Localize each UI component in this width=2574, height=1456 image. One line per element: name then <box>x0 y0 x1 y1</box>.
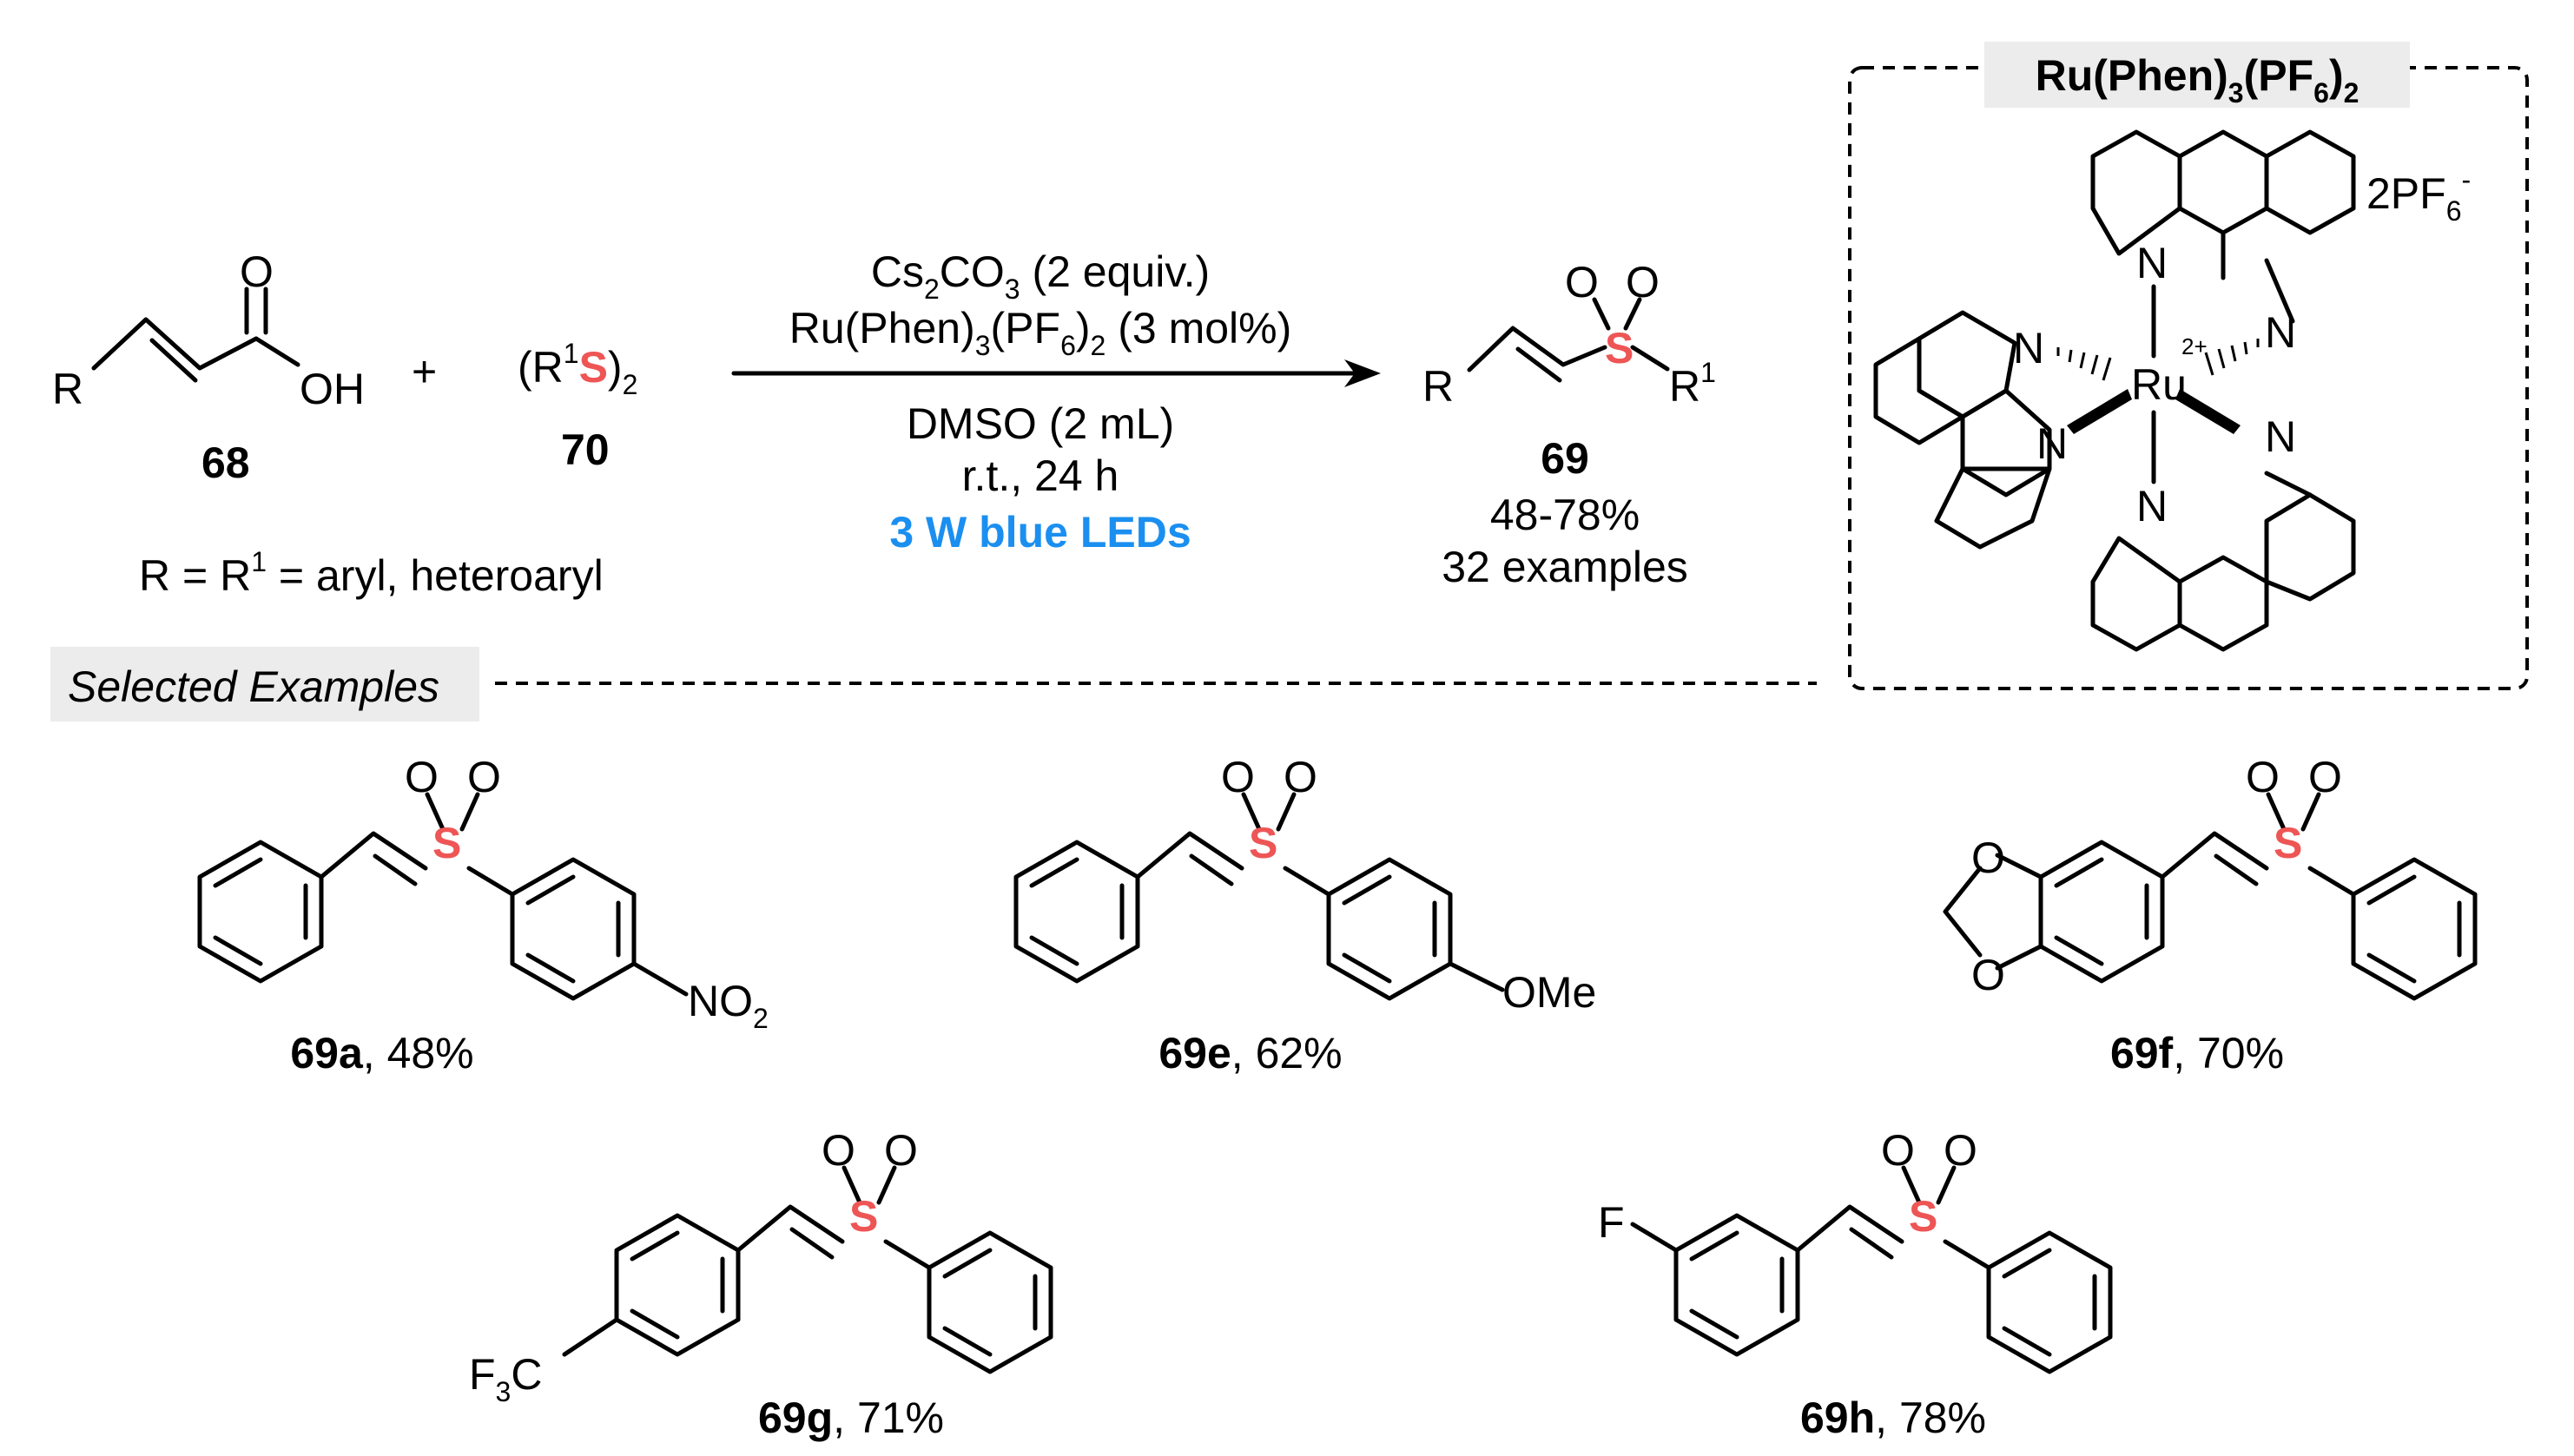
reactant-68-number: 68 <box>201 438 250 487</box>
example-69a-oxygen: O <box>405 753 439 801</box>
product-oxygen-right: O <box>1626 258 1660 306</box>
condition-base: Cs2CO3 (2 equiv.) <box>871 247 1210 305</box>
phenanthroline-ligand-top <box>2090 129 2356 324</box>
example-69e-oxygen: O <box>1221 753 1255 801</box>
wedge-ru-n-left <box>2067 389 2132 434</box>
example-69h-substituent: F <box>1598 1198 1625 1247</box>
catalyst-dashed-border <box>1848 66 2529 690</box>
substituent-definition: R = R1 = aryl, heteroaryl <box>139 546 604 600</box>
example-69g-substituent: F3C <box>469 1350 542 1407</box>
reactant-68-oh-label: OH <box>300 365 365 413</box>
condition-catalyst: Ru(Phen)3(PF6)2 (3 mol%) <box>789 304 1292 361</box>
product-sulfur: S <box>1605 324 1634 372</box>
example-69e-sulfur: S <box>1249 819 1277 867</box>
example-69a-sulfur: S <box>432 819 461 867</box>
example-69a-caption: 69a, 48% <box>290 1029 473 1077</box>
reactant-68-o-label: O <box>240 247 274 296</box>
example-69g: F3C S O O 69g, 71% <box>469 1126 1053 1442</box>
ruthenium-center: Ru <box>2131 360 2187 409</box>
example-69f-oxygen: O <box>2246 753 2280 801</box>
example-69h-caption: 69h, 78% <box>1800 1393 1986 1442</box>
wedge-ru-n-right <box>2175 389 2241 434</box>
reactant-70: (R1S)2 70 <box>518 338 637 474</box>
example-69e: S O O OMe 69e, 62% <box>1013 753 1596 1077</box>
condition-temp-time: r.t., 24 h <box>962 451 1119 500</box>
reaction-arrowhead <box>1344 359 1381 387</box>
catalyst-title-background <box>1984 42 2410 108</box>
example-69g-caption: 69g, 71% <box>758 1393 944 1442</box>
condition-solvent: DMSO (2 mL) <box>907 399 1174 448</box>
example-69h-oxygen: O <box>1944 1126 1977 1175</box>
example-69a-oxygen: O <box>467 753 501 801</box>
example-69f-oxygen: O <box>2308 753 2342 801</box>
plus-sign: + <box>412 347 437 396</box>
reactant-68-r-label: R <box>52 365 83 413</box>
product-number: 69 <box>1541 434 1589 483</box>
example-69h-oxygen: O <box>1881 1126 1915 1175</box>
product-oxygen-left: O <box>1565 258 1599 306</box>
n-atom-right-lower: N <box>2265 412 2296 461</box>
product-yield-range: 48-78% <box>1490 491 1640 539</box>
condition-light-source: 3 W blue LEDs <box>889 508 1191 557</box>
example-69f-sulfur: S <box>2274 819 2302 867</box>
hash-bond-right <box>2204 339 2260 376</box>
example-69f-oxygen-ring: O <box>1971 951 2005 999</box>
example-69a-substituent: NO2 <box>688 977 769 1034</box>
ruthenium-charge: 2+ <box>2181 333 2208 359</box>
example-69g-oxygen: O <box>822 1126 855 1175</box>
example-69h-sulfur: S <box>1909 1192 1937 1241</box>
example-69a: S O O NO2 69a, 48% <box>197 753 769 1077</box>
reactant-68-structure: R O OH 68 <box>52 247 365 487</box>
example-69g-sulfur: S <box>849 1192 878 1241</box>
counterion: 2PF6- <box>2366 164 2471 227</box>
hash-bond-left <box>2056 347 2112 381</box>
product-r1-label: R1 <box>1669 357 1716 411</box>
example-69f-oxygen-ring: O <box>1971 833 2005 882</box>
n-atom-top-left: N <box>2136 239 2168 287</box>
example-69h: F S O O 69h, 78% <box>1598 1126 2113 1442</box>
phenanthroline-ligand-bottom <box>2090 471 2356 652</box>
n-atom-left-upper: N <box>2013 324 2044 372</box>
reaction-conditions: Cs2CO3 (2 equiv.) Ru(Phen)3(PF6)2 (3 mol… <box>731 247 1381 557</box>
n-atom-left-lower: N <box>2036 419 2068 468</box>
example-69e-oxygen: O <box>1284 753 1317 801</box>
product-example-count: 32 examples <box>1442 543 1688 591</box>
example-69e-caption: 69e, 62% <box>1158 1029 1342 1077</box>
reactant-70-number: 70 <box>561 425 610 474</box>
example-69e-substituent: OMe <box>1502 968 1596 1017</box>
example-69g-oxygen: O <box>884 1126 918 1175</box>
phenanthroline-ligand-left <box>1873 310 2052 550</box>
example-69f: O O S O O 69f, 70% <box>1943 753 2478 1077</box>
catalyst-title: Ru(Phen)3(PF6)2 <box>2036 51 2360 109</box>
product-69: R S O O R1 69 48-78% 32 examples <box>1422 258 1716 591</box>
selected-examples-background <box>50 647 479 721</box>
product-r-label: R <box>1422 362 1454 411</box>
n-atom-bottom: N <box>2136 482 2168 530</box>
selected-examples-label: Selected Examples <box>68 662 439 711</box>
disulfide-formula: (R1S)2 <box>518 338 637 400</box>
catalyst-box: Ru(Phen)3(PF6)2 Ru 2+ 2PF6- N N N N N N <box>1848 42 2529 690</box>
example-69f-caption: 69f, 70% <box>2110 1029 2284 1077</box>
